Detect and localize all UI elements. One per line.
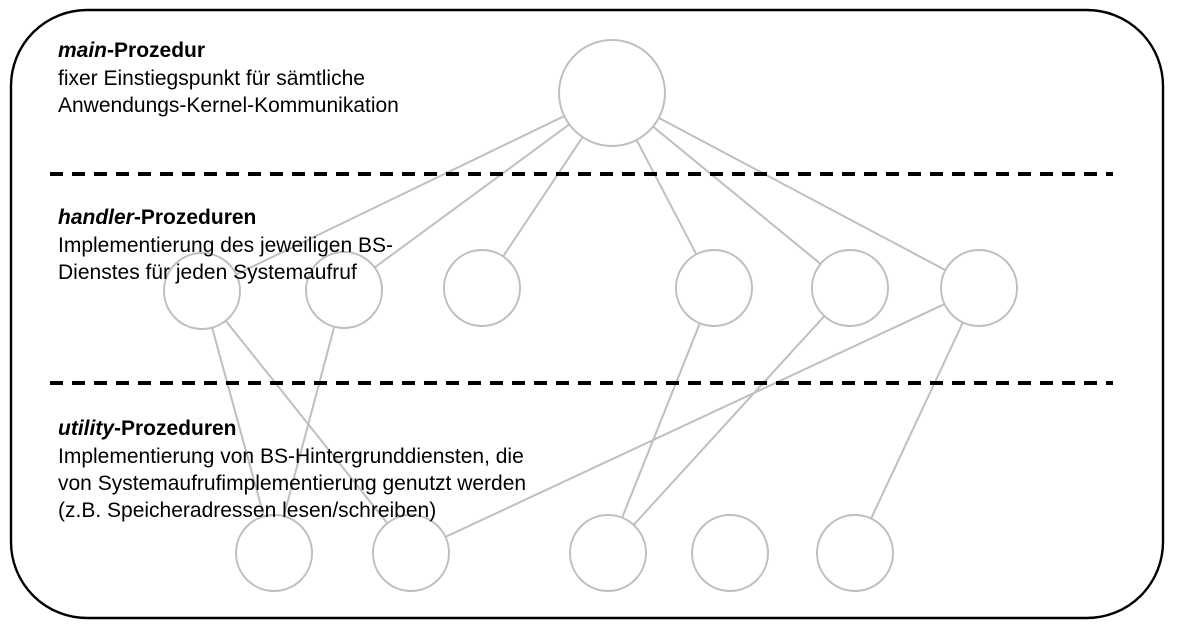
graph-node-handler[interactable] [163, 252, 241, 330]
graph-edge [235, 115, 565, 276]
graph-node-handler[interactable] [305, 251, 383, 329]
graph-node-handler[interactable] [940, 249, 1018, 327]
graph-edge [224, 320, 389, 524]
graph-node-utility[interactable] [691, 514, 769, 592]
layer-label-main: main-Prozedur fixer Einstiegspunkt für s… [58, 37, 399, 119]
layer-title-suffix-utility: -Prozeduren [114, 417, 237, 440]
layer-title-utility: utility-Prozeduren [58, 415, 526, 442]
graph-node-main[interactable] [558, 39, 666, 147]
graph-edge [211, 327, 265, 517]
graph-edge [635, 139, 698, 255]
graph-edge [445, 303, 945, 538]
layer-description-handler: Implementierung des jeweiligen BS- Diens… [58, 234, 394, 284]
layer-title-suffix-handler: -Prozeduren [133, 206, 257, 229]
graph-node-handler[interactable] [675, 249, 753, 327]
graph-node-utility[interactable] [235, 514, 313, 592]
layer-keyword-main: main [58, 39, 108, 62]
graph-node-utility[interactable] [372, 514, 450, 592]
graph-node-handler[interactable] [443, 249, 521, 327]
layer-label-utility: utility-Prozeduren Implementierung von B… [58, 415, 526, 524]
nodes-layer [163, 39, 1018, 592]
dividers-layer [50, 172, 1113, 385]
graph-edge [652, 125, 822, 265]
graph-node-utility[interactable] [816, 514, 894, 592]
graph-node-handler[interactable] [811, 249, 889, 327]
graph-edge [632, 315, 826, 526]
layer-label-handler: handler-Prozeduren Implementierung des j… [58, 204, 393, 286]
layer-title-main: main-Prozedur [58, 37, 399, 64]
layer-description-utility: Implementierung von BS-Hintergrunddienst… [58, 445, 527, 522]
edges-layer [211, 115, 964, 538]
layer-keyword-utility: utility [58, 417, 114, 440]
layer-title-suffix-main: -Prozedur [107, 39, 206, 62]
graph-edge [870, 321, 964, 520]
graph-node-utility[interactable] [569, 514, 647, 592]
layer-title-handler: handler-Prozeduren [58, 204, 393, 231]
graph-edge [658, 116, 946, 272]
graph-edge [502, 136, 584, 257]
layer-keyword-handler: handler [58, 206, 134, 229]
graph-edge [621, 322, 701, 519]
graph-edge [374, 123, 570, 269]
container-rounded-rect [9, 8, 1165, 620]
layer-description-main: fixer Einstiegspunkt für sämtliche Anwen… [58, 67, 399, 117]
graph-edge [282, 326, 336, 517]
